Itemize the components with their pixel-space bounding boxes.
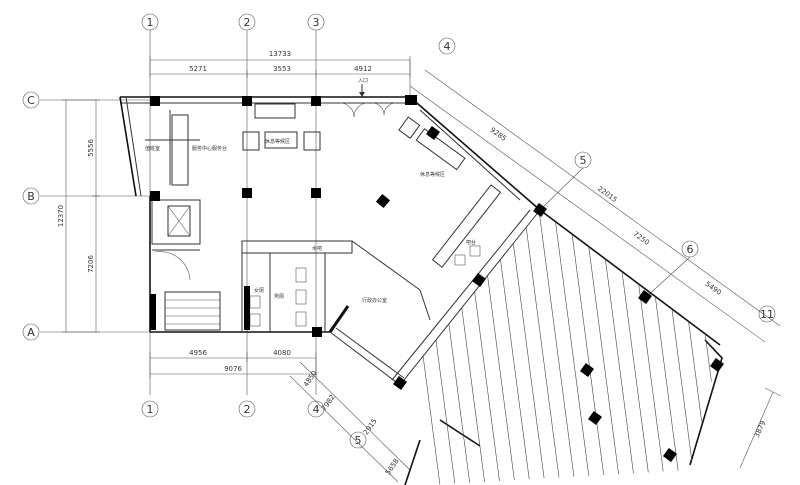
label-entry: 入口 [358,78,368,84]
svg-text:6: 6 [687,243,694,256]
column [244,286,250,330]
svg-text:5658: 5658 [384,457,401,476]
axis-bubble-diag-5: 5 [574,151,592,169]
svg-text:4912: 4912 [354,65,372,73]
svg-text:4956: 4956 [189,349,207,357]
column [150,191,160,201]
label-office: 行政办公室 [362,297,387,304]
column [393,376,407,390]
axis-bubble-diag-11: 11 [758,305,776,323]
svg-text:5: 5 [355,434,362,447]
column [638,290,652,304]
axis-bubble-left-b: B [22,187,40,205]
interior-walls [145,103,502,332]
building-outline [119,96,723,485]
svg-text:2: 2 [244,16,251,29]
column [242,96,252,106]
svg-text:C: C [27,94,35,107]
label-bar: 吧台 [466,239,476,246]
label-lounge: 休息等候区 [420,171,445,178]
axis-bubble-bottom-2: 2 [238,400,256,418]
column [405,95,417,105]
svg-text:7206: 7206 [87,255,95,273]
label-service-desk: 服务中心服务台 [192,145,227,152]
axis-bubble-top-3: 3 [307,13,325,31]
column [710,358,724,372]
axis-bubble-bottom-1: 1 [141,400,159,418]
column [311,96,321,106]
column [580,363,594,377]
axis-bubble-top-2: 2 [238,13,256,31]
axis-bubble-left-a: A [22,323,40,341]
dimension-right-lower: 3879 [739,387,782,469]
svg-text:A: A [27,326,35,339]
dimension-top: 13733 5271 3553 4912 [149,50,411,78]
column [663,448,677,462]
column [150,96,160,106]
svg-text:B: B [27,190,35,203]
column [312,327,322,337]
column [375,193,391,209]
svg-text:7250: 7250 [632,230,651,247]
column [426,126,440,140]
label-left-room: 值班室 [145,145,160,152]
svg-text:3: 3 [313,16,320,29]
svg-text:12370: 12370 [57,205,65,227]
label-restroom-m: 男厕 [274,294,284,300]
room-labels: 服务中心服务台 值班室 休息等候区 休息等候区 吧台 水吧 男厕 女厕 行政办公… [145,78,476,304]
svg-text:1: 1 [147,16,154,29]
label-water: 水吧 [312,245,322,252]
dimension-left: 12370 5556 7206 [57,99,100,333]
dimension-bottom: 4956 4080 9076 [149,349,317,378]
svg-text:1: 1 [147,403,154,416]
column [533,203,547,217]
svg-text:4: 4 [313,403,320,416]
svg-text:5556: 5556 [87,139,95,157]
axis-bubble-top-4: 4 [438,37,456,55]
column [150,294,156,330]
svg-text:9076: 9076 [224,365,242,373]
svg-text:4: 4 [444,40,451,53]
svg-text:9285: 9285 [489,126,508,143]
axis-bubble-left-c: C [22,91,40,109]
structural-columns [150,95,724,462]
column [311,188,321,198]
dimension-diag-right: 9285 22015 7250 5490 [409,69,781,343]
entry-doors [339,84,397,118]
axis-bubble-bottom-5: 5 [349,431,367,449]
svg-text:2: 2 [244,403,251,416]
svg-text:13733: 13733 [269,50,291,58]
svg-text:5: 5 [580,154,587,167]
label-waiting: 休息等候区 [265,138,290,145]
svg-text:3879: 3879 [753,419,768,439]
column [242,188,252,198]
svg-text:7982: 7982 [320,393,337,412]
svg-text:5271: 5271 [189,65,207,73]
svg-text:3553: 3553 [273,65,291,73]
axis-bubble-diag-6: 6 [681,240,699,258]
svg-text:11: 11 [760,308,774,321]
column [472,273,486,287]
label-restroom-w: 女厕 [254,287,264,294]
hatched-floor [400,210,720,485]
svg-text:4080: 4080 [273,349,291,357]
axis-bubble-top-1: 1 [141,13,159,31]
grid-lines [40,30,411,395]
column [588,411,602,425]
svg-text:2915: 2915 [362,417,379,436]
